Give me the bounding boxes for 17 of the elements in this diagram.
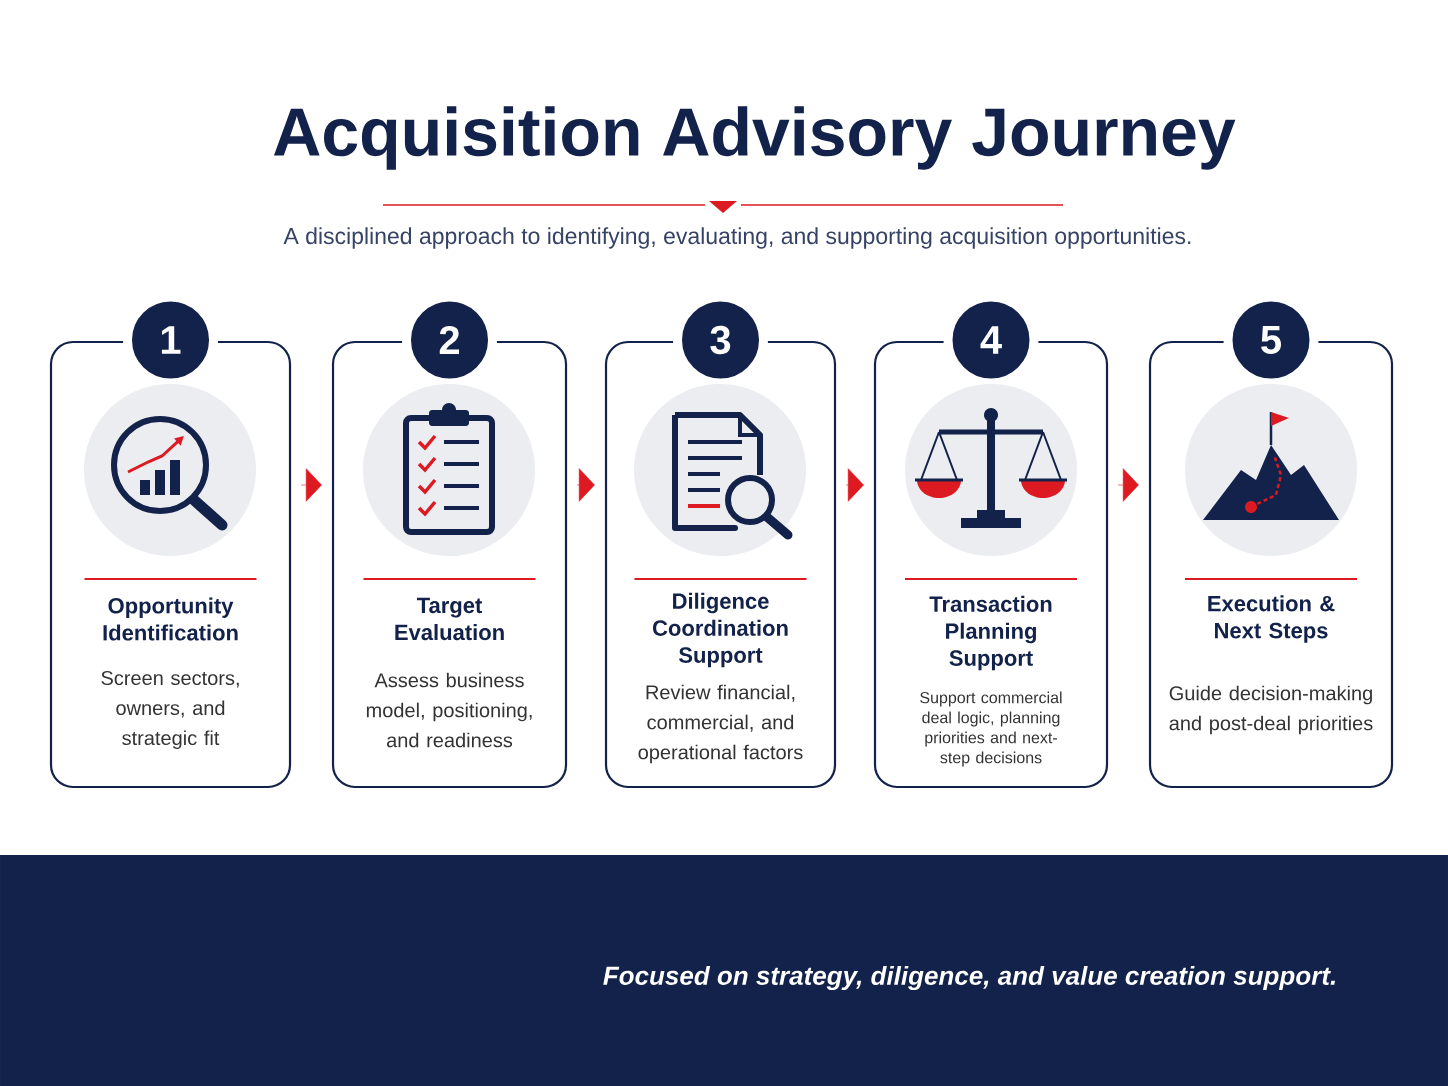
step-heading: Diligence Coordination Support [653, 592, 788, 668]
chevron-arrow [845, 468, 864, 502]
step-description: Screen sectors, owners, and strategic fit [101, 670, 239, 750]
step-heading: Opportunity Identification [103, 597, 238, 641]
step-description: Review financial, commercial, and operational factors [638, 684, 803, 764]
chevron-arrow [576, 468, 595, 502]
step-description: Guide decision-making and post-deal priorities [1169, 685, 1373, 735]
step-heading: Target Evaluation [395, 597, 504, 641]
chevron-arrow [1117, 468, 1139, 502]
step-description: Support commercial deal logic, planning priorities and next-step decisions [920, 691, 1062, 767]
step-description: Assess business model, positioning, and readiness [366, 672, 532, 748]
tagline: Focused on strategy, diligence, and value creation support. [603, 965, 1335, 991]
step-heading: Execution & Next Steps [1208, 595, 1335, 643]
subtitle: A disciplined approach to identifying, evaluating, and supporting acquisition opportunities. [283, 227, 1191, 249]
title: Acquisition Advisory Journey [273, 106, 1236, 170]
step-heading: Transaction Planning Support [929, 595, 1052, 671]
chevron-arrow [300, 468, 322, 502]
